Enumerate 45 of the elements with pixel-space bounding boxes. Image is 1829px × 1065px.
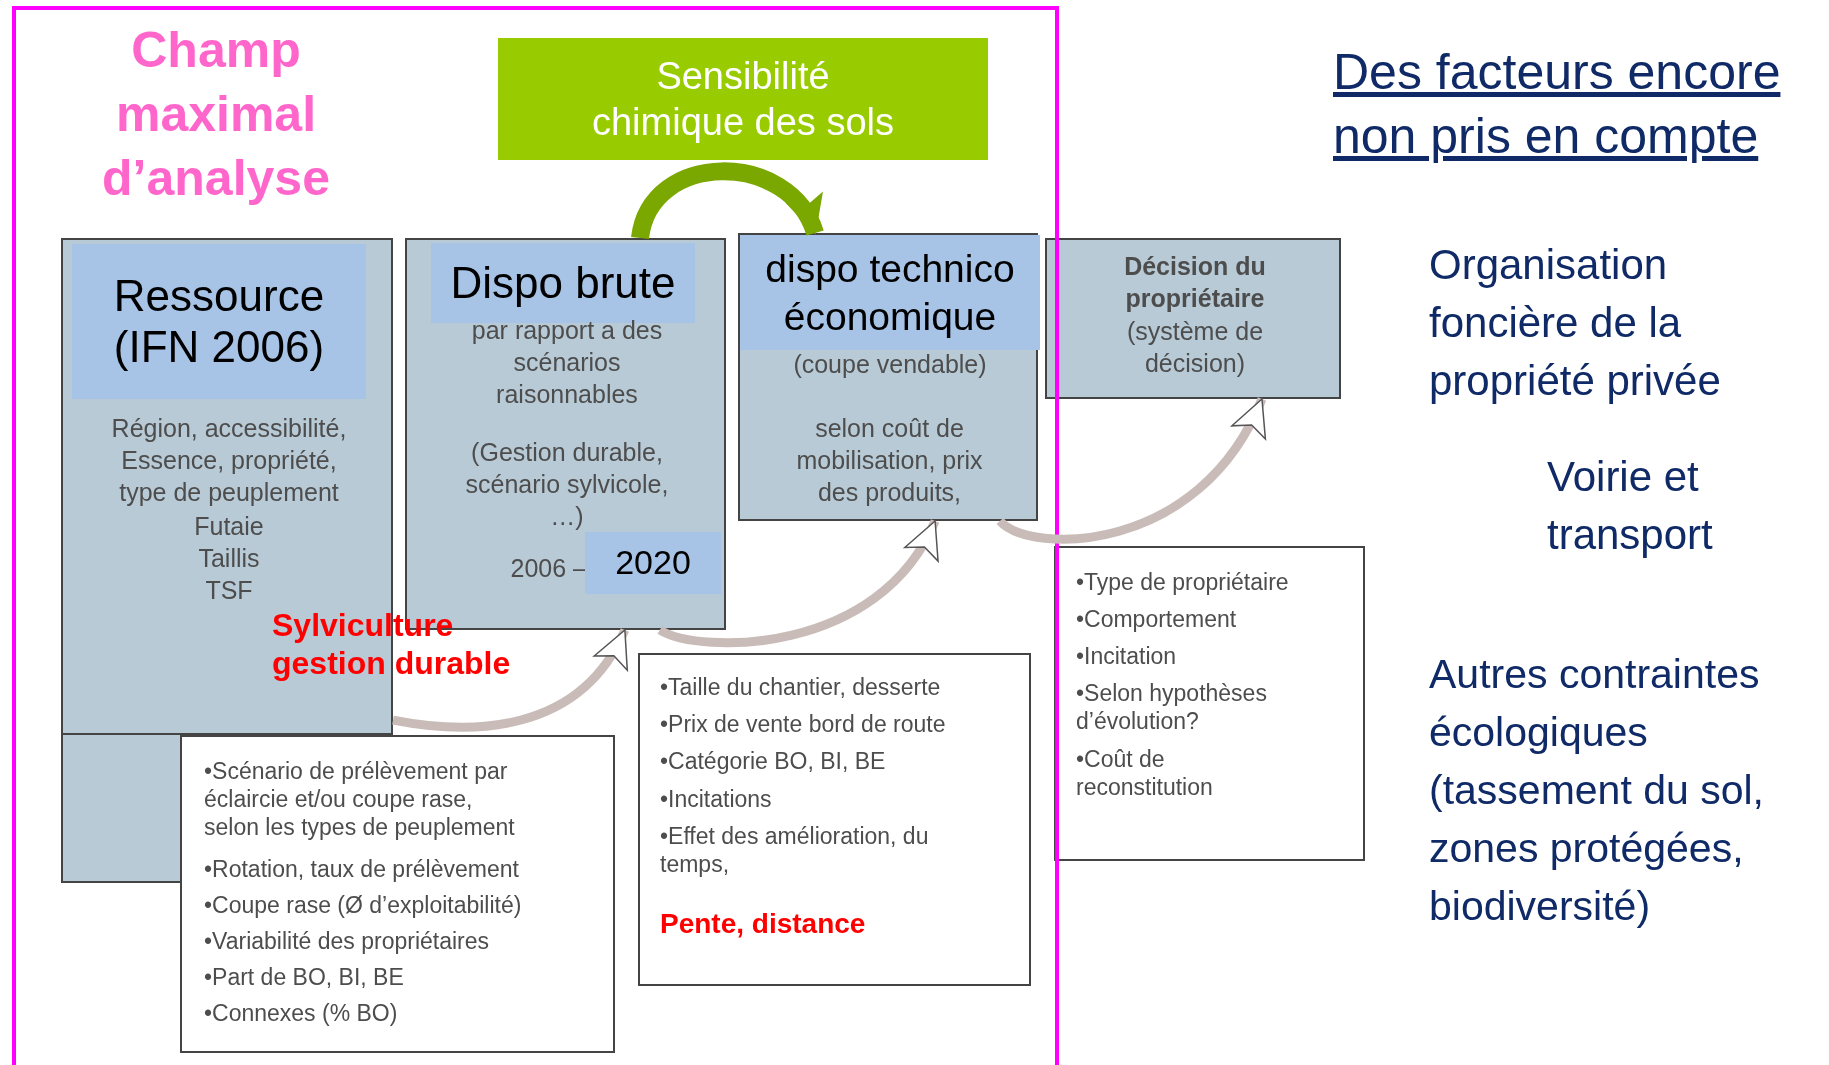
analysis-frame <box>12 6 1059 1065</box>
bullet-item: •Incitations <box>660 785 773 813</box>
bullet-item: •Coupe rase (Ø d’exploitabilité) <box>204 891 523 919</box>
bullet-item: •Scénario de prélèvement par éclaircie et/ou coupe rase, selon les types de peuplement <box>204 757 516 841</box>
bullet-item: •Prix de vente bord de route <box>660 710 947 738</box>
note-box <box>180 735 615 1053</box>
process-box <box>498 38 988 160</box>
bullet-item: •Type de propriétaire <box>1076 568 1290 596</box>
bullet-item: •Variabilité des propriétaires <box>204 927 491 955</box>
box-text: Futaie <box>193 511 265 542</box>
box-heading: Ressource (IFN 2006) <box>72 244 366 399</box>
box-heading: dispo technico économique <box>740 235 1040 350</box>
box-text: Région, accessibilité, Essence, propriété, type de peuplement <box>110 413 348 508</box>
curved-arrow <box>658 518 940 648</box>
bullet-item: •Rotation, taux de prélèvement <box>204 855 520 883</box>
factor-text: Voirie et transport <box>1547 452 1714 560</box>
note-box <box>1054 546 1365 861</box>
process-box <box>738 233 1038 521</box>
section-heading: Des facteurs encore non pris en compte <box>1333 43 1782 166</box>
box-heading: Décision du propriétaire <box>1123 251 1267 314</box>
box-text: Taillis <box>197 543 261 574</box>
box-text: TSF <box>204 575 254 606</box>
bullet-item: •Taille du chantier, desserte <box>660 673 942 701</box>
bullet-item: •Connexes (% BO) <box>204 999 399 1027</box>
process-box <box>1045 238 1341 399</box>
box-text: (coupe vendable) <box>792 349 988 380</box>
year-label: 2020 <box>585 532 721 594</box>
bullet-item: •Comportement <box>1076 605 1238 633</box>
box-text: (Gestion durable, scénario sylvicole, …) <box>464 437 670 532</box>
box-label: Sensibilité chimique des sols <box>590 54 895 145</box>
bullet-item: •Incitation <box>1076 642 1178 670</box>
bullet-item: •Catégorie BO, BI, BE <box>660 747 887 775</box>
bullet-item: •Selon hypothèses d’évolution? <box>1076 679 1268 735</box>
box-text: selon coût de mobilisation, prix des produits, <box>795 413 984 508</box>
bullet-item: •Effet des amélioration, du temps, <box>660 822 930 878</box>
box-text: (système de décision) <box>1125 316 1265 379</box>
factor-text: Organisation foncière de la propriété privée <box>1429 240 1722 406</box>
factor-text: Autres contraintes écologiques (tassement du sol, zones protégées, biodiversité) <box>1429 650 1765 931</box>
note-box <box>638 653 1031 986</box>
frame-title: Champ maximal d’analyse <box>101 21 331 208</box>
bullet-item: •Part de BO, BI, BE <box>204 963 405 991</box>
highlight-note: Pente, distance <box>660 907 867 941</box>
curved-arrow <box>392 627 629 732</box>
curved-arrow <box>997 397 1266 544</box>
bullet-item: •Coût de reconstitution <box>1076 745 1214 801</box>
